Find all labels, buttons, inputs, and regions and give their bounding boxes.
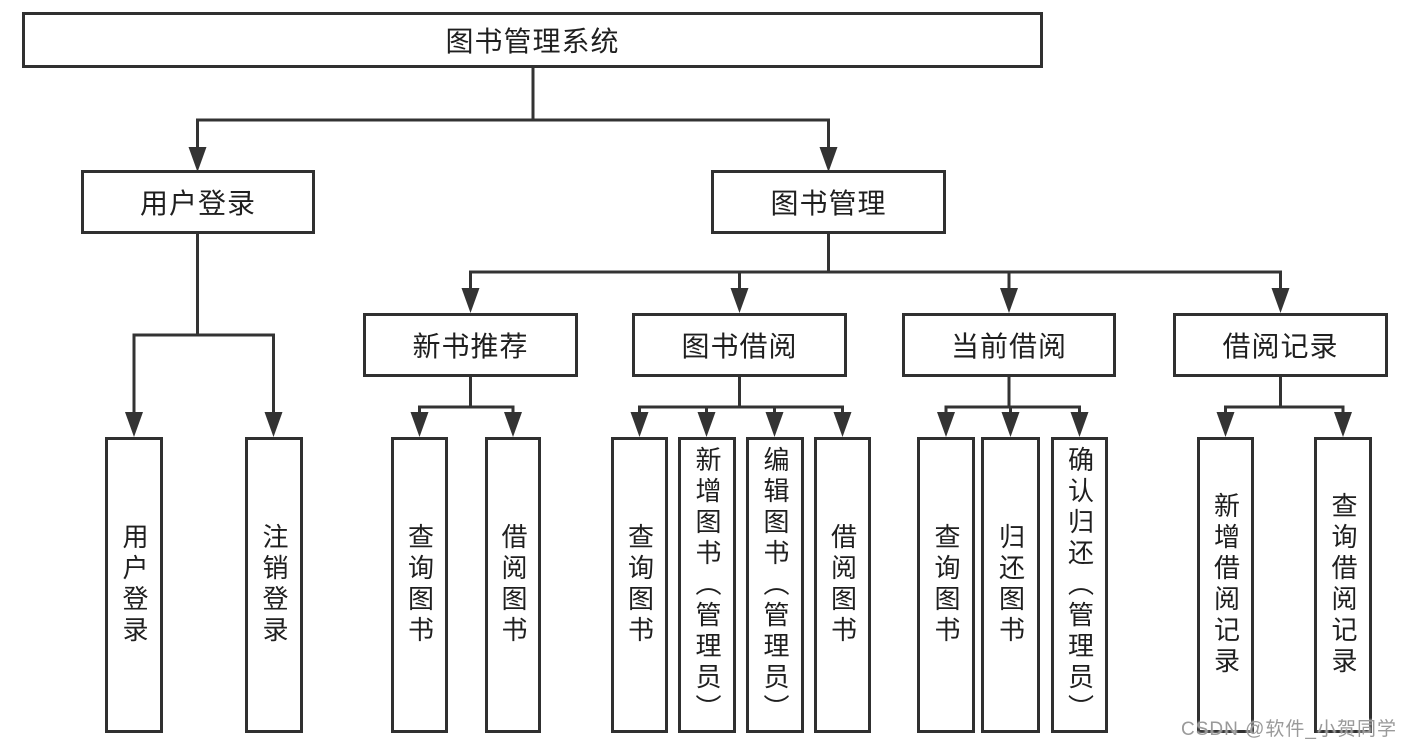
node-new-book-recommend-label: 新书推荐 bbox=[412, 331, 529, 362]
leaf-current-confirm-return-admin: 确认归还（管理员） bbox=[1051, 437, 1108, 733]
leaf-borrow-add-book-admin: 新增图书（管理员） bbox=[678, 437, 736, 733]
node-book-borrow: 图书借阅 bbox=[632, 313, 847, 377]
leaf-borrow-edit-book-admin-label: 编辑图书（管理员） bbox=[760, 445, 790, 725]
node-new-book-recommend: 新书推荐 bbox=[363, 313, 578, 377]
node-user-login-branch: 用户登录 bbox=[81, 170, 315, 234]
leaf-borrow-borrow-book-label: 借阅图书 bbox=[827, 523, 858, 647]
node-user-login-branch-label: 用户登录 bbox=[139, 188, 256, 219]
leaf-current-return-book-label: 归还图书 bbox=[995, 523, 1026, 647]
leaf-borrow-query-book-label: 查询图书 bbox=[624, 523, 655, 647]
edge-record-split bbox=[1224, 405, 1345, 433]
edge-root-split bbox=[196, 118, 830, 168]
csdn-watermark: CSDN @软件_小贺同学 bbox=[1181, 719, 1397, 740]
leaf-new-query-book-label: 查询图书 bbox=[404, 523, 435, 647]
edge-book-split bbox=[469, 270, 1282, 308]
node-borrow-record: 借阅记录 bbox=[1173, 313, 1388, 377]
edge-new-split bbox=[418, 405, 515, 433]
leaf-record-add-label: 新增借阅记录 bbox=[1210, 492, 1241, 678]
leaf-borrow-edit-book-admin: 编辑图书（管理员） bbox=[746, 437, 804, 733]
node-borrow-record-label: 借阅记录 bbox=[1222, 331, 1339, 362]
node-current-borrow: 当前借阅 bbox=[902, 313, 1116, 377]
leaf-user-logout-label: 注销登录 bbox=[259, 523, 289, 647]
node-book-borrow-label: 图书借阅 bbox=[681, 331, 798, 362]
edge-current-split bbox=[944, 405, 1081, 433]
leaf-new-query-book: 查询图书 bbox=[391, 437, 448, 733]
node-book-management-branch: 图书管理 bbox=[711, 170, 946, 234]
leaf-record-query-label: 查询借阅记录 bbox=[1328, 492, 1358, 678]
leaf-new-borrow-book-label: 借阅图书 bbox=[498, 523, 528, 647]
leaf-record-query: 查询借阅记录 bbox=[1314, 437, 1372, 733]
leaf-user-logout: 注销登录 bbox=[245, 437, 303, 733]
node-current-borrow-label: 当前借阅 bbox=[950, 331, 1067, 362]
node-root-label: 图书管理系统 bbox=[445, 26, 620, 57]
leaf-borrow-borrow-book: 借阅图书 bbox=[814, 437, 871, 733]
leaf-user-login-label: 用户登录 bbox=[119, 523, 149, 647]
edge-borrow-split bbox=[638, 405, 844, 433]
node-root-system: 图书管理系统 bbox=[22, 12, 1043, 68]
leaf-borrow-add-book-admin-label: 新增图书（管理员） bbox=[692, 445, 722, 725]
leaf-record-add: 新增借阅记录 bbox=[1197, 437, 1254, 733]
leaf-current-query-book-label: 查询图书 bbox=[931, 523, 961, 647]
leaf-current-confirm-return-admin-label: 确认归还（管理员） bbox=[1064, 445, 1095, 725]
edge-user-split bbox=[132, 333, 275, 433]
leaf-new-borrow-book: 借阅图书 bbox=[485, 437, 541, 733]
leaf-borrow-query-book: 查询图书 bbox=[611, 437, 668, 733]
leaf-current-query-book: 查询图书 bbox=[917, 437, 975, 733]
leaf-current-return-book: 归还图书 bbox=[981, 437, 1040, 733]
node-book-management-branch-label: 图书管理 bbox=[770, 188, 887, 219]
leaf-user-login: 用户登录 bbox=[105, 437, 163, 733]
